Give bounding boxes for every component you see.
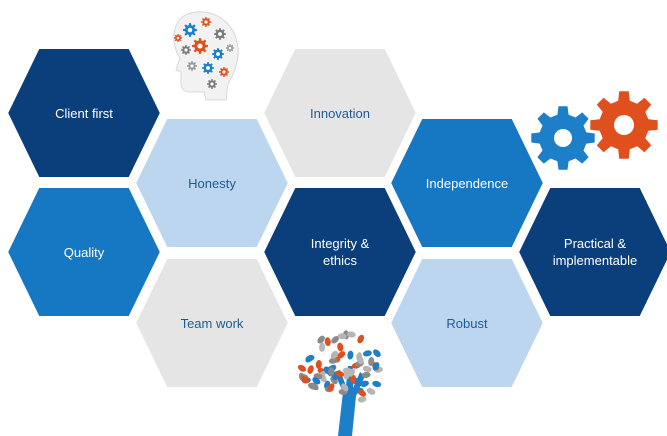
hand-leaf (368, 357, 375, 366)
hand-leaf (360, 380, 369, 387)
hand-leaf (350, 374, 357, 384)
hand-leaf (357, 396, 367, 403)
hand-leaf (301, 376, 309, 384)
hand-leaf (337, 351, 346, 359)
hand-leaf (362, 350, 372, 357)
head-gear-7-icon (219, 67, 229, 77)
hand-leaf (341, 383, 349, 392)
head-gear-2-icon (214, 28, 226, 40)
gears-icon (531, 91, 658, 170)
hand-leaf (317, 335, 325, 344)
hexagon-independence (386, 115, 548, 251)
hand-leaf (357, 334, 365, 344)
hand-leaf (366, 387, 376, 395)
hand-leaf (297, 364, 307, 372)
hand-leaf (347, 350, 354, 360)
hand-leaf (307, 365, 314, 374)
hexagon-team-work (131, 255, 293, 391)
hand-leaf (335, 370, 344, 377)
hand-leaf (337, 333, 347, 340)
head-gear-0-icon (183, 23, 197, 37)
hexagon-honesty (131, 115, 293, 251)
head-gear-10-icon (207, 79, 217, 89)
hand-leaf (347, 368, 356, 377)
head-gear-6-icon (202, 62, 214, 74)
hexagon-innovation (259, 45, 421, 181)
hexagon-integrity-ethics (259, 184, 421, 320)
head-gear-1-icon (201, 17, 211, 27)
hand-leaf (315, 360, 322, 369)
hexagon-client-first (3, 45, 165, 181)
hand-leaf (324, 337, 331, 347)
hand-leaf (337, 342, 344, 352)
hexagon-grid (3, 45, 667, 391)
hand-leaf (346, 331, 356, 338)
head-gear-3-icon (192, 38, 208, 54)
head-gear-5-icon (181, 45, 191, 55)
hand-leaf (328, 367, 335, 377)
hand-leaf (312, 377, 321, 385)
hand-leaf (373, 349, 381, 358)
hand-leaf (356, 352, 363, 362)
hand-leaf (319, 342, 326, 352)
hand-leaf (328, 357, 338, 364)
hand-leaf (357, 389, 367, 397)
hands-tree-icon (297, 330, 383, 436)
tree-trunk-hand (334, 366, 365, 436)
hexagon-robust (386, 255, 548, 391)
head-gear-8-icon (187, 61, 197, 71)
head-gear-9-icon (226, 44, 234, 52)
head-gear-4-icon (212, 48, 224, 60)
hand-leaf (327, 383, 335, 392)
hand-leaf (310, 382, 319, 391)
gear-orange-icon (590, 91, 658, 159)
hand-leaf (331, 336, 340, 344)
head-gear-11-icon (174, 34, 182, 42)
hexagon-practical (514, 184, 667, 320)
hexagon-quality (3, 184, 165, 320)
hand-leaf (361, 371, 371, 379)
hand-leaf (372, 380, 382, 388)
head-gears-icon (173, 11, 239, 101)
hand-leaf (330, 350, 338, 359)
hand-leaf (362, 365, 372, 373)
hand-leaf (372, 362, 380, 371)
gear-blue-icon (531, 106, 595, 170)
hand-leaf (305, 354, 315, 362)
